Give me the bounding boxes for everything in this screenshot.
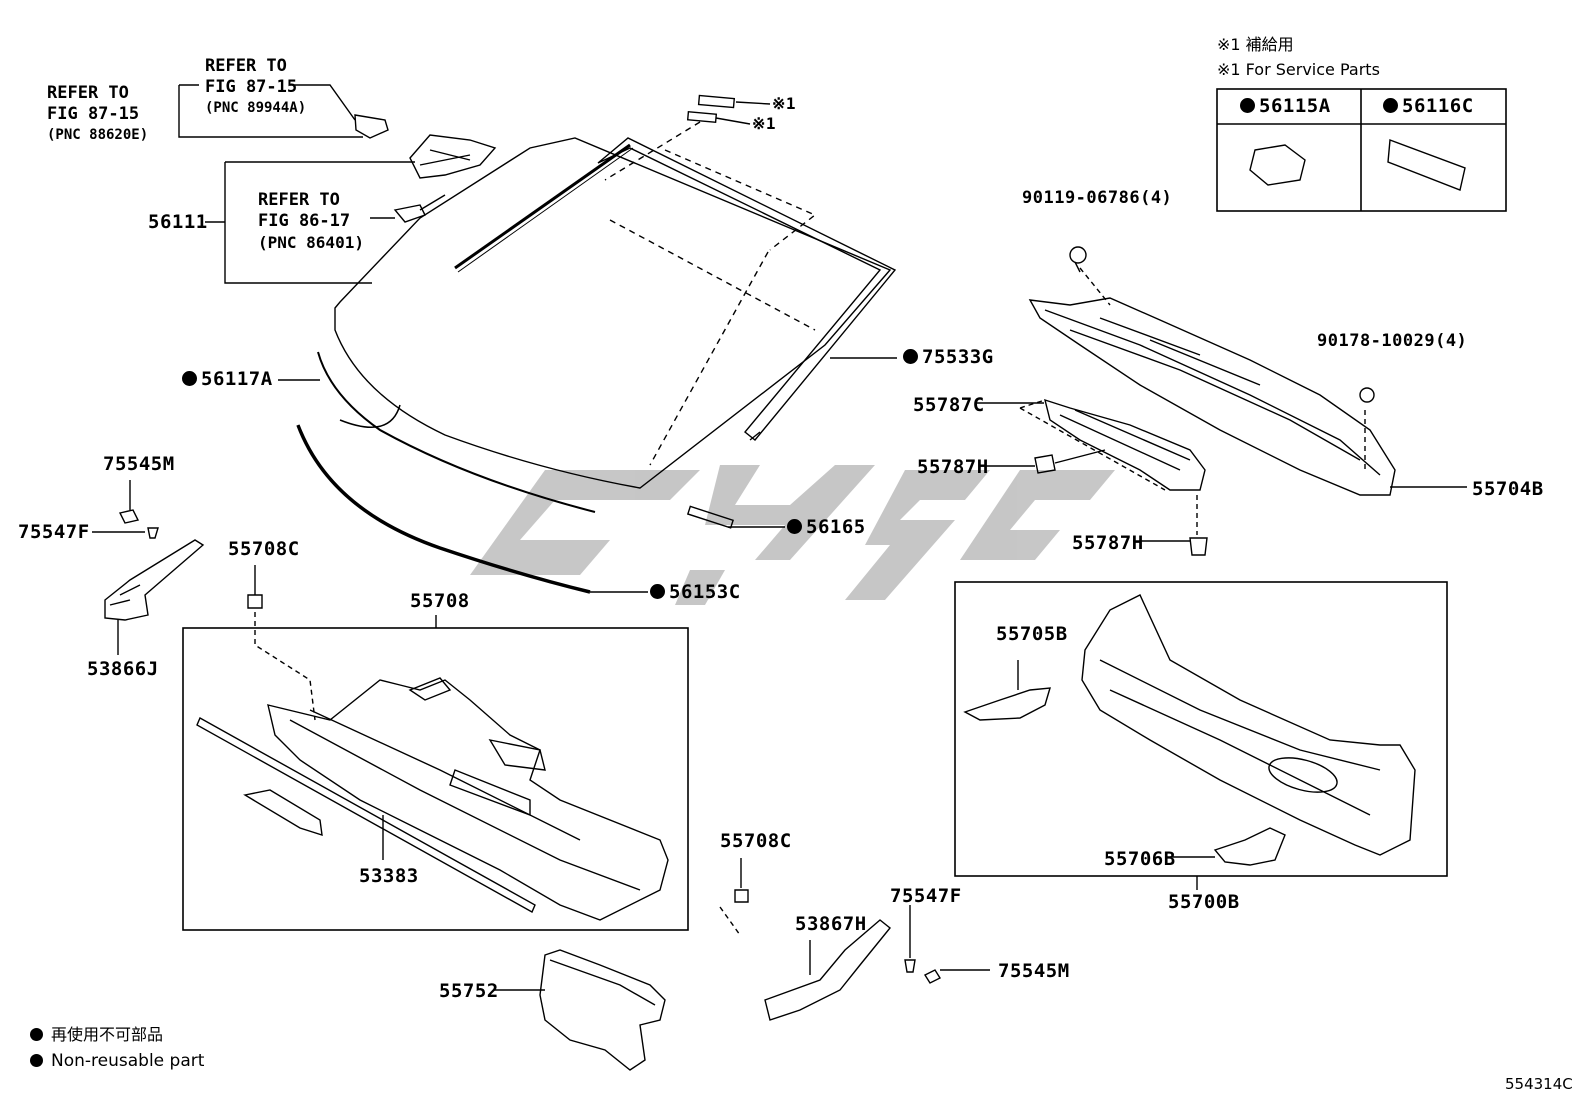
label-55752: 55752 [439,980,499,1002]
label-55787H-upper: 55787H [917,456,989,478]
cover-55752 [539,949,666,1071]
clip-75545M-a [118,509,140,524]
table-header-56116C: 56116C [1383,97,1474,116]
label-53866J: 53866J [87,658,159,680]
clip-75547F-a [147,527,159,539]
label-53867H: 53867H [795,913,867,935]
label-55706B: 55706B [1104,848,1176,870]
figure-code: 554314C [1505,1075,1573,1093]
sensor-clip [354,114,389,139]
label-55708: 55708 [410,590,470,612]
mirror-bracket [409,134,497,179]
label-75545M-bottom: 75545M [998,960,1070,982]
label-75547F-bottom: 75547F [890,885,962,907]
louver-55708 [267,679,669,921]
windshield-glass [334,137,892,489]
clip-55787H-a [1034,454,1056,474]
clip-75545M-b [923,969,942,984]
clip-55708C-a [247,594,263,609]
wire-56117A [317,351,596,513]
bracket-53866J [104,539,205,621]
cowl-assembly-55700B [1081,594,1416,856]
label-service-mark-2: ※1 [752,114,777,133]
bracket-small-louver [243,789,323,837]
service-parts-note-en: ※1 For Service Parts [1217,60,1380,79]
cowl-louver-box [182,627,689,931]
label-75547F-left: 75547F [18,521,90,543]
label-55708C-top: 55708C [228,538,300,560]
watermark-logo [470,465,1115,605]
label-56153C: 56153C [650,583,741,602]
label-56117A: 56117A [182,370,273,389]
non-reusable-marker [1383,98,1398,113]
strip-56165 [686,505,734,529]
strip-53383 [196,717,536,913]
camera-plug [393,204,426,223]
service-strip-2 [686,111,718,123]
label-56111: 56111 [148,211,208,233]
label-55700B: 55700B [1168,891,1240,913]
label-55787C: 55787C [913,394,985,416]
clip-55708C-b [734,889,749,903]
bracket-55706B [1213,827,1286,866]
clip-75547F-b [904,959,916,973]
label-55708C-bottom: 55708C [720,830,792,852]
cowl-assembly-box [954,581,1448,877]
non-reusable-marker [1240,98,1255,113]
clip-55787H-b [1189,537,1208,556]
label-90178-10029: 90178-10029(4) [1317,331,1468,351]
cover-53867H [764,919,891,1021]
label-55787H-lower: 55787H [1072,532,1144,554]
label-55704B: 55704B [1472,478,1544,500]
service-strip-1 [697,94,736,109]
bracket-55787C [1044,398,1206,491]
table-header-56115A: 56115A [1240,97,1331,116]
service-parts-note-jp: ※1 補給用 [1217,35,1294,54]
label-90119-06786: 90119-06786(4) [1022,188,1173,208]
seal-56153C [296,424,591,594]
bracket-55705B [963,687,1051,721]
label-75545M-left: 75545M [103,453,175,475]
bolt-90119 [1069,246,1087,264]
cowl-top-55704B [1028,297,1396,496]
label-53383: 53383 [359,865,419,887]
label-56165: 56165 [787,518,866,537]
nut-90178 [1359,387,1375,403]
moulding-75533G [597,137,897,441]
label-55705B: 55705B [996,623,1068,645]
label-75533G: 75533G [903,348,994,367]
non-reusable-note-jp: 再使用不可部品 [30,1027,163,1043]
non-reusable-note-en: Non-reusable part [30,1053,204,1070]
label-service-mark-1: ※1 [772,94,797,113]
